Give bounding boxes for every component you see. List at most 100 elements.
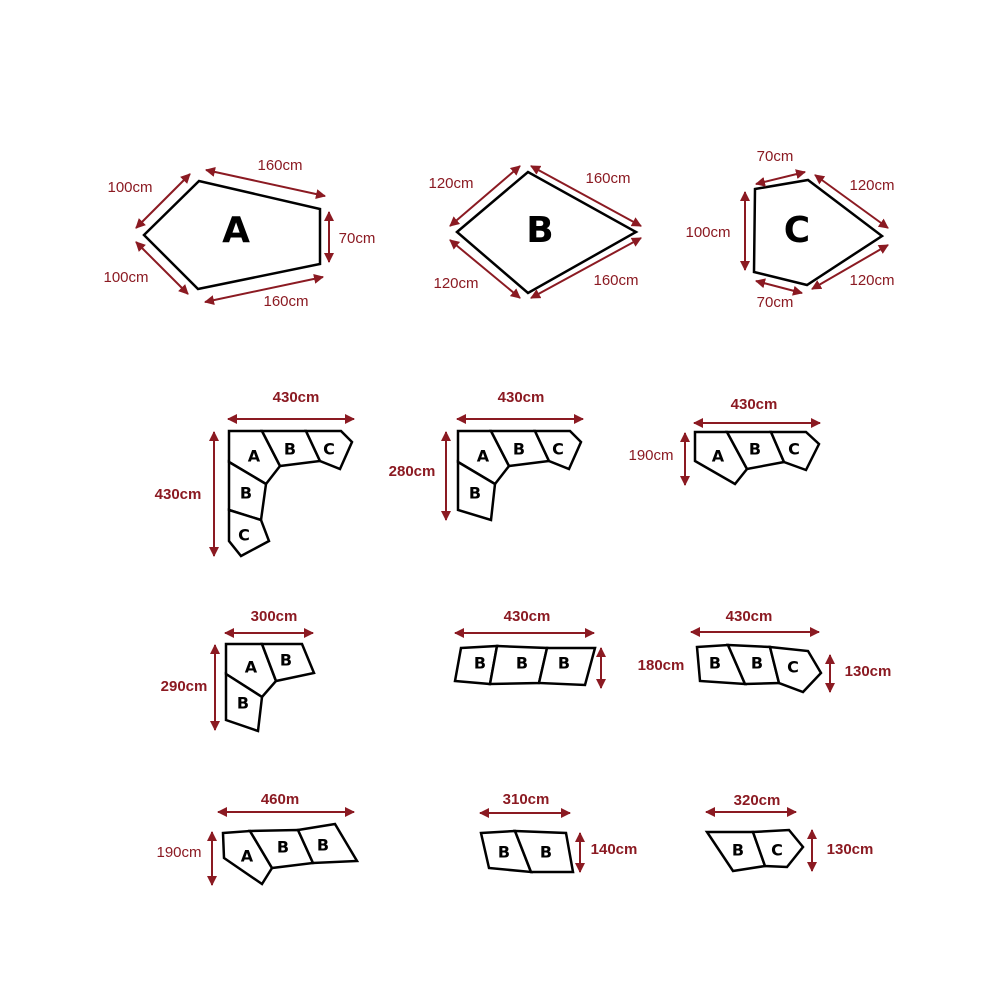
layout-width: 300cm: [251, 608, 298, 625]
piece-a-side-1: 100cm: [107, 179, 152, 196]
dimension-arrow: [530, 237, 642, 299]
dimension-arrow: [755, 278, 803, 296]
piece-letter: B: [749, 440, 761, 459]
layout-piece: [768, 645, 823, 694]
piece-letter: A: [248, 447, 261, 466]
layout-piece: [513, 829, 575, 874]
layout-width: 430cm: [504, 608, 551, 625]
layout-piece: [537, 646, 597, 687]
piece-b-side-1: 120cm: [428, 175, 473, 192]
layout-depth: 190cm: [156, 844, 201, 861]
piece-c-diagram: C 70cm 120cm 100cm 70cm 120cm: [685, 148, 894, 311]
dimension-arrow: [204, 273, 324, 306]
piece-letter: B: [474, 654, 486, 673]
piece-letter: B: [317, 836, 329, 855]
piece-letter: B: [558, 654, 570, 673]
dimension-arrow: [530, 165, 642, 227]
piece-letter: B: [284, 440, 296, 459]
layout-5: B B B 430cm: [453, 608, 606, 689]
dimension-arrow: [135, 241, 189, 295]
dimension-arrow: [755, 169, 806, 187]
piece-letter: C: [787, 658, 799, 677]
layout-depth-right: 130cm: [845, 663, 892, 680]
layout-depth: 140cm: [591, 841, 638, 858]
layout-depth: 190cm: [628, 447, 673, 464]
layout-8: B B 310cm 140cm: [479, 791, 638, 874]
layout-piece: [456, 459, 497, 522]
piece-letter: B: [498, 843, 510, 862]
piece-c-side-5: 120cm: [849, 272, 894, 289]
piece-c-side-3: 100cm: [685, 224, 730, 241]
piece-letter: B: [540, 843, 552, 862]
dimension-arrow: [449, 165, 521, 227]
piece-letter: C: [771, 841, 783, 860]
layout-depth: 290cm: [161, 678, 208, 695]
piece-letter: C: [552, 440, 564, 459]
layout-piece: [227, 429, 282, 486]
layout-piece: [224, 642, 278, 699]
layout-4: A B B 300cm 290cm: [161, 608, 316, 733]
piece-letter: B: [240, 484, 252, 503]
layout-width: 430cm: [498, 389, 545, 406]
piece-a-side-4: 100cm: [103, 269, 148, 286]
layout-width: 460m: [261, 791, 299, 808]
dimension-arrow: [811, 244, 889, 290]
piece-a-diagram: A 100cm 160cm 70cm 100cm 160cm: [103, 157, 375, 310]
layout-width: 430cm: [726, 608, 773, 625]
layout-7: A B B 460m 190cm: [156, 791, 360, 886]
layout-piece: [296, 822, 360, 865]
layout-width: 310cm: [503, 791, 550, 808]
layout-2: A B C B 430cm 280cm: [389, 389, 584, 522]
piece-letter: B: [280, 651, 292, 670]
piece-letter: B: [277, 838, 289, 857]
layout-piece: [533, 429, 583, 471]
piece-letter: B: [469, 484, 481, 503]
piece-letter: B: [237, 694, 249, 713]
piece-a-side-5: 160cm: [263, 293, 308, 310]
layout-piece: [304, 429, 354, 471]
piece-c-side-2: 120cm: [849, 177, 894, 194]
layout-piece: [224, 671, 264, 733]
piece-letter: B: [513, 440, 525, 459]
piece-a-side-3: 70cm: [339, 230, 376, 247]
piece-c-letter: C: [784, 210, 810, 251]
piece-b-diagram: B 120cm 160cm 120cm 160cm: [428, 165, 642, 299]
piece-b-side-2: 160cm: [585, 170, 630, 187]
dimension-arrow: [814, 174, 889, 229]
piece-letter: B: [751, 654, 763, 673]
piece-letter: B: [709, 654, 721, 673]
piece-b-side-3: 120cm: [433, 275, 478, 292]
layout-1: A B C B C 430cm 430cm: [155, 389, 355, 558]
piece-letter: C: [238, 526, 250, 545]
layout-9: B C 320cm 130cm: [704, 792, 874, 873]
layout-piece: [769, 430, 821, 472]
layout-width: 320cm: [734, 792, 781, 809]
piece-c-side-1: 70cm: [757, 148, 794, 165]
piece-letter: B: [516, 654, 528, 673]
piece-c-side-4: 70cm: [757, 294, 794, 311]
piece-c-shape: [752, 178, 885, 287]
layout-width: 430cm: [273, 389, 320, 406]
layout-width: 430cm: [731, 396, 778, 413]
layout-piece: [751, 828, 805, 869]
layout-6: B B C 430cm 180cm 130cm: [638, 608, 892, 694]
piece-letter: A: [245, 658, 258, 677]
piece-letter: C: [788, 440, 800, 459]
piece-letter: A: [712, 447, 725, 466]
layout-depth: 130cm: [827, 841, 874, 858]
piece-b-side-4: 160cm: [593, 272, 638, 289]
layout-3: A B C 430cm 190cm: [628, 396, 821, 486]
layout-piece: [221, 829, 274, 886]
piece-letter: C: [323, 440, 335, 459]
layout-piece: [456, 429, 511, 486]
layout-depth-left: 180cm: [638, 657, 685, 674]
layout-piece: [227, 508, 271, 558]
piece-a-side-2: 160cm: [257, 157, 302, 174]
piece-letter: B: [732, 841, 744, 860]
layout-piece: [260, 642, 316, 683]
piece-a-letter: A: [222, 210, 250, 251]
piece-letter: A: [241, 847, 254, 866]
dimension-arrow: [205, 167, 326, 199]
piece-letter: A: [477, 447, 490, 466]
